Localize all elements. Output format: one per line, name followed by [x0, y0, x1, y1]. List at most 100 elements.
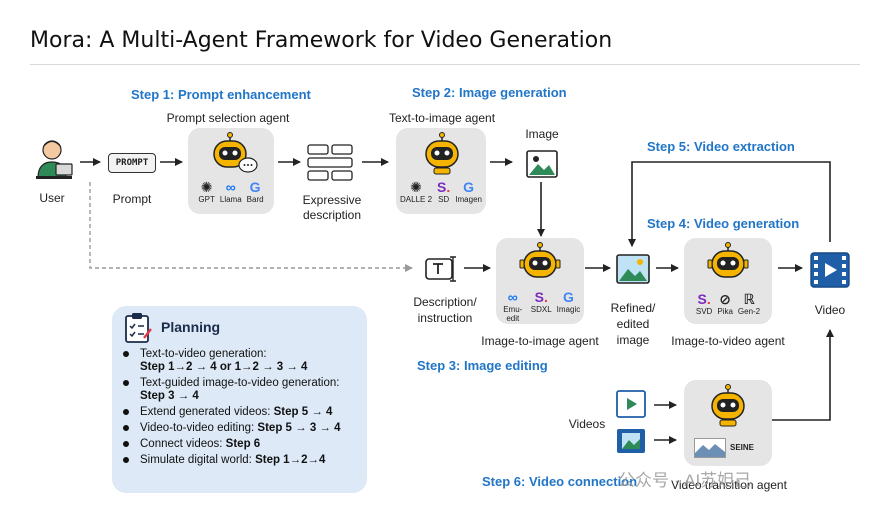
google-icon: G: [563, 289, 574, 305]
robot-icon: [425, 132, 459, 175]
google-icon: G: [463, 179, 475, 195]
planning-item-text: Simulate digital world:: [140, 454, 256, 466]
prompt-label: Prompt: [112, 192, 152, 206]
openai-icon: ✺: [410, 179, 422, 195]
step-5-label: Step 5: Video extraction: [647, 139, 795, 154]
video-icon: [810, 252, 850, 288]
step-2-label: Step 2: Image generation: [412, 85, 567, 100]
logo-label: Llama: [219, 195, 242, 204]
prompt-tag-icon: PROMPT: [108, 153, 156, 173]
text-tool-icon: [425, 256, 456, 282]
logo-label: DALLE 2: [400, 195, 433, 204]
planning-item: Video-to-video editing: Step 5 → 3 → 4: [120, 422, 365, 435]
planning-item: Text-to-video generation:Step 1→2 → 4 or…: [120, 348, 365, 374]
transition-agent-card: SEINE: [684, 380, 772, 466]
expressive-label-1: Expressive: [302, 193, 362, 207]
document-list-icon: [307, 144, 353, 181]
title-divider: [30, 64, 860, 65]
planning-item-path: Step 1→2 → 4 or 1→2 → 3 → 4: [140, 361, 308, 373]
arrow-user-description-dashed: [89, 182, 413, 272]
page-title: Mora: A Multi-Agent Framework for Video …: [30, 28, 613, 53]
dalle-logo: ✺DALLE 2: [400, 179, 433, 205]
prompt-agent-title: Prompt selection agent: [166, 111, 290, 125]
logo-label: SVD: [695, 307, 713, 316]
planning-item-text: Connect videos:: [140, 438, 226, 450]
planning-panel: [112, 306, 367, 493]
logo-label: Imagen: [455, 195, 482, 204]
t2i-agent-title: Text-to-image agent: [388, 111, 496, 125]
user-label: User: [39, 191, 65, 205]
robot-icon: [519, 242, 561, 278]
watermark: 公众号 · AI苏妲己: [618, 471, 752, 490]
llama-logo: ∞Llama: [219, 180, 242, 205]
image-icon: [526, 150, 558, 178]
logo-label: SDXL: [530, 305, 552, 314]
logo-label: GPT: [198, 195, 215, 204]
refined-label-2: edited: [616, 317, 650, 331]
pika-logo: ⊘Pika: [717, 291, 733, 317]
refined-image-icon: [616, 254, 650, 284]
planning-item-text: Video-to-video editing:: [140, 422, 258, 434]
planning-list: Text-to-video generation:Step 1→2 → 4 or…: [120, 348, 365, 470]
logo-label: SD: [438, 195, 450, 204]
meta-icon: ∞: [507, 289, 518, 305]
video-label: Video: [814, 303, 846, 317]
robot-icon: [711, 384, 745, 427]
refined-label-3: image: [616, 333, 650, 347]
arrow-video-extraction: [628, 161, 831, 247]
gpt-logo: ✺GPT: [198, 179, 215, 205]
seine-label: SEINE: [730, 443, 755, 452]
planning-item-text: Text-guided image-to-video generation:: [140, 377, 340, 389]
refined-label-1: Refined/: [610, 301, 656, 315]
description-label-2: instruction: [417, 311, 473, 325]
user-icon: [36, 140, 73, 179]
step-1-label: Step 1: Prompt enhancement: [131, 87, 311, 102]
i2v-agent-title: Image-to-video agent: [671, 334, 785, 348]
planning-item-text: Extend generated videos:: [140, 406, 274, 418]
openai-icon: ✺: [200, 179, 213, 195]
logo-label: Emu-edit: [503, 305, 523, 323]
stability-icon: S.: [437, 179, 451, 195]
stability-icon: S.: [697, 291, 711, 307]
logo-label: Gen-2: [737, 307, 761, 316]
planning-item: Extend generated videos: Step 5 → 4: [120, 406, 365, 419]
video-file-icon: [616, 390, 646, 418]
stability-icon: S.: [534, 289, 548, 305]
image-label: Image: [525, 127, 559, 141]
robot-icon: [213, 132, 258, 173]
logo-label: Bard: [246, 195, 264, 204]
logo-label: Imagic: [556, 305, 581, 314]
runway-icon: ℝ: [743, 291, 755, 307]
pika-icon: ⊘: [719, 291, 731, 307]
step-6-label: Step 6: Video connection: [482, 474, 638, 489]
sd-logo: S.SD: [437, 179, 451, 205]
robot-icon: [707, 242, 749, 278]
planning-item: Simulate digital world: Step 1→2→4: [120, 454, 365, 467]
planning-item-path: Step 1→2→4: [255, 454, 326, 466]
planning-item-path: Step 5 → 4: [273, 406, 333, 418]
logo-label: Pika: [717, 307, 733, 316]
planning-title: Planning: [161, 319, 221, 335]
planning-item-text: Text-to-video generation:: [140, 348, 267, 360]
planning-item: Connect videos: Step 6: [120, 438, 365, 451]
svd-logo: S.SVD: [695, 291, 713, 317]
transition-agent-title: Video transition agent: [671, 478, 787, 492]
emu-edit-logo: ∞Emu-edit: [500, 289, 526, 324]
sdxl-logo: S.SDXL: [531, 290, 552, 323]
description-label-1: Description/: [413, 295, 477, 309]
videos-label: Videos: [568, 417, 606, 431]
google-icon: G: [249, 179, 261, 195]
planning-item-path: Step 3 → 4: [140, 390, 199, 402]
planning-item-path: Step 5 → 3 → 4: [257, 422, 341, 434]
expressive-label-2: description: [302, 208, 362, 222]
